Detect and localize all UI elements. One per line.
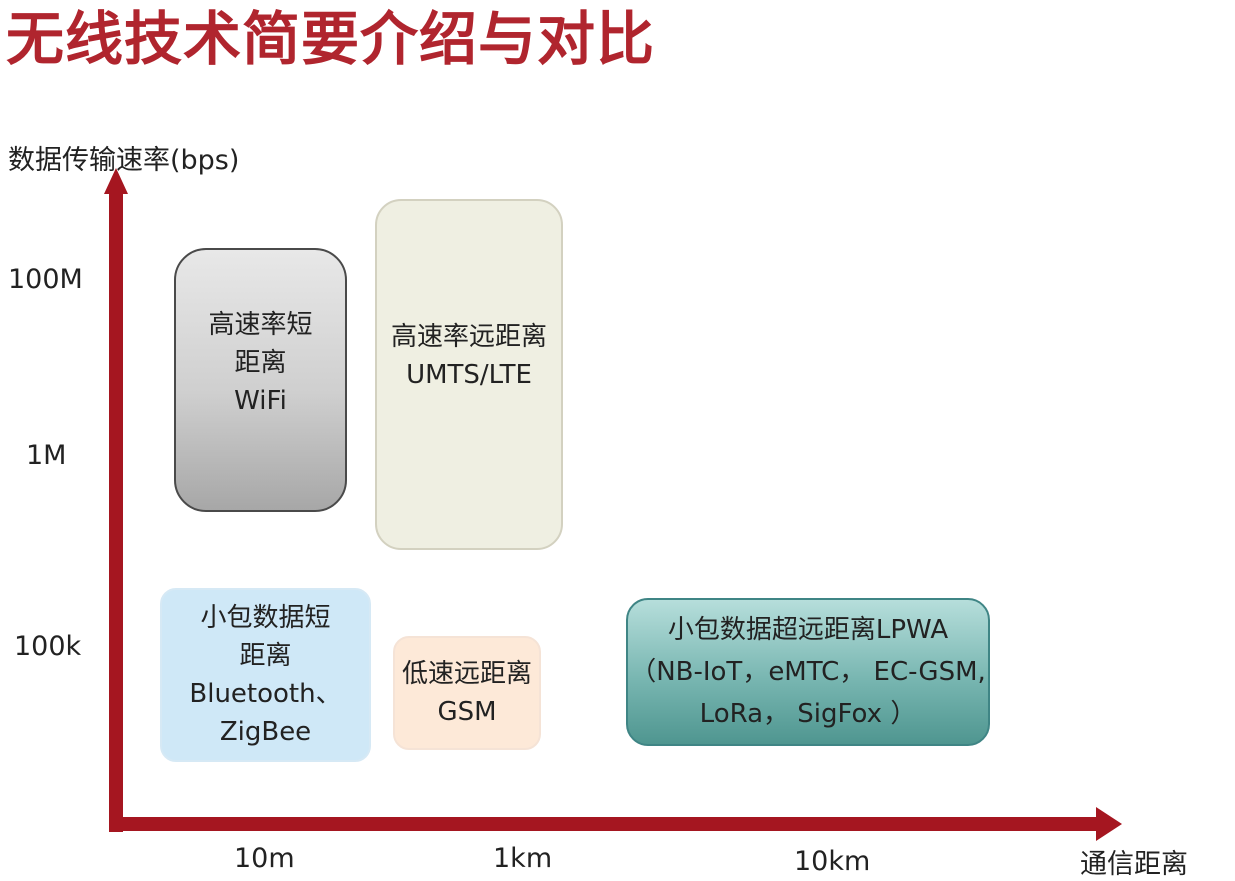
- x-axis-arrowhead: [1096, 807, 1122, 841]
- lpwa-box: 小包数据超远距离LPWA （NB-IoT，eMTC， EC-GSM, LoRa，…: [626, 598, 990, 746]
- wifi-box-line-1: 高速率短: [208, 310, 313, 340]
- umts-box-line-2: UMTS/LTE: [406, 359, 532, 390]
- umts-lte-box: 高速率远距离 UMTS/LTE: [375, 199, 563, 550]
- y-axis-label: 数据传输速率(bps): [8, 145, 240, 176]
- bluetooth-zigbee-box: 小包数据短 距离 Bluetooth、 ZigBee: [160, 588, 371, 762]
- gsm-box: 低速远距离 GSM: [393, 636, 541, 750]
- x-tick-1km: 1km: [493, 843, 553, 874]
- lpwa-box-line-1: 小包数据超远距离LPWA: [667, 615, 949, 645]
- x-tick-10m: 10m: [234, 843, 295, 874]
- bluetooth-box-line-2: 距离: [239, 641, 292, 671]
- y-axis-arrowhead: [104, 168, 128, 194]
- wifi-box: 高速率短 距离 WiFi: [174, 248, 347, 512]
- lpwa-box-line-3: LoRa， SigFox ）: [699, 699, 917, 729]
- lpwa-box-line-2: （NB-IoT，eMTC， EC-GSM,: [630, 657, 986, 687]
- wifi-box-line-3: WiFi: [234, 386, 287, 416]
- y-tick-1m: 1M: [26, 440, 67, 471]
- gsm-box-line-1: 低速远距离: [401, 659, 532, 689]
- bluetooth-box-line-3: Bluetooth、: [189, 679, 342, 709]
- page-title: 无线技术简要介绍与对比: [6, 5, 656, 73]
- bluetooth-box-line-4: ZigBee: [219, 717, 312, 747]
- y-tick-100k: 100k: [14, 631, 82, 662]
- umts-box-line-1: 高速率远距离: [390, 321, 547, 352]
- x-tick-10km: 10km: [794, 846, 871, 877]
- gsm-box-line-2: GSM: [437, 697, 497, 727]
- bluetooth-box-line-1: 小包数据短: [200, 603, 331, 633]
- wifi-box-line-2: 距离: [234, 348, 287, 378]
- y-tick-100m: 100M: [8, 264, 83, 295]
- x-axis-label: 通信距离: [1080, 849, 1188, 880]
